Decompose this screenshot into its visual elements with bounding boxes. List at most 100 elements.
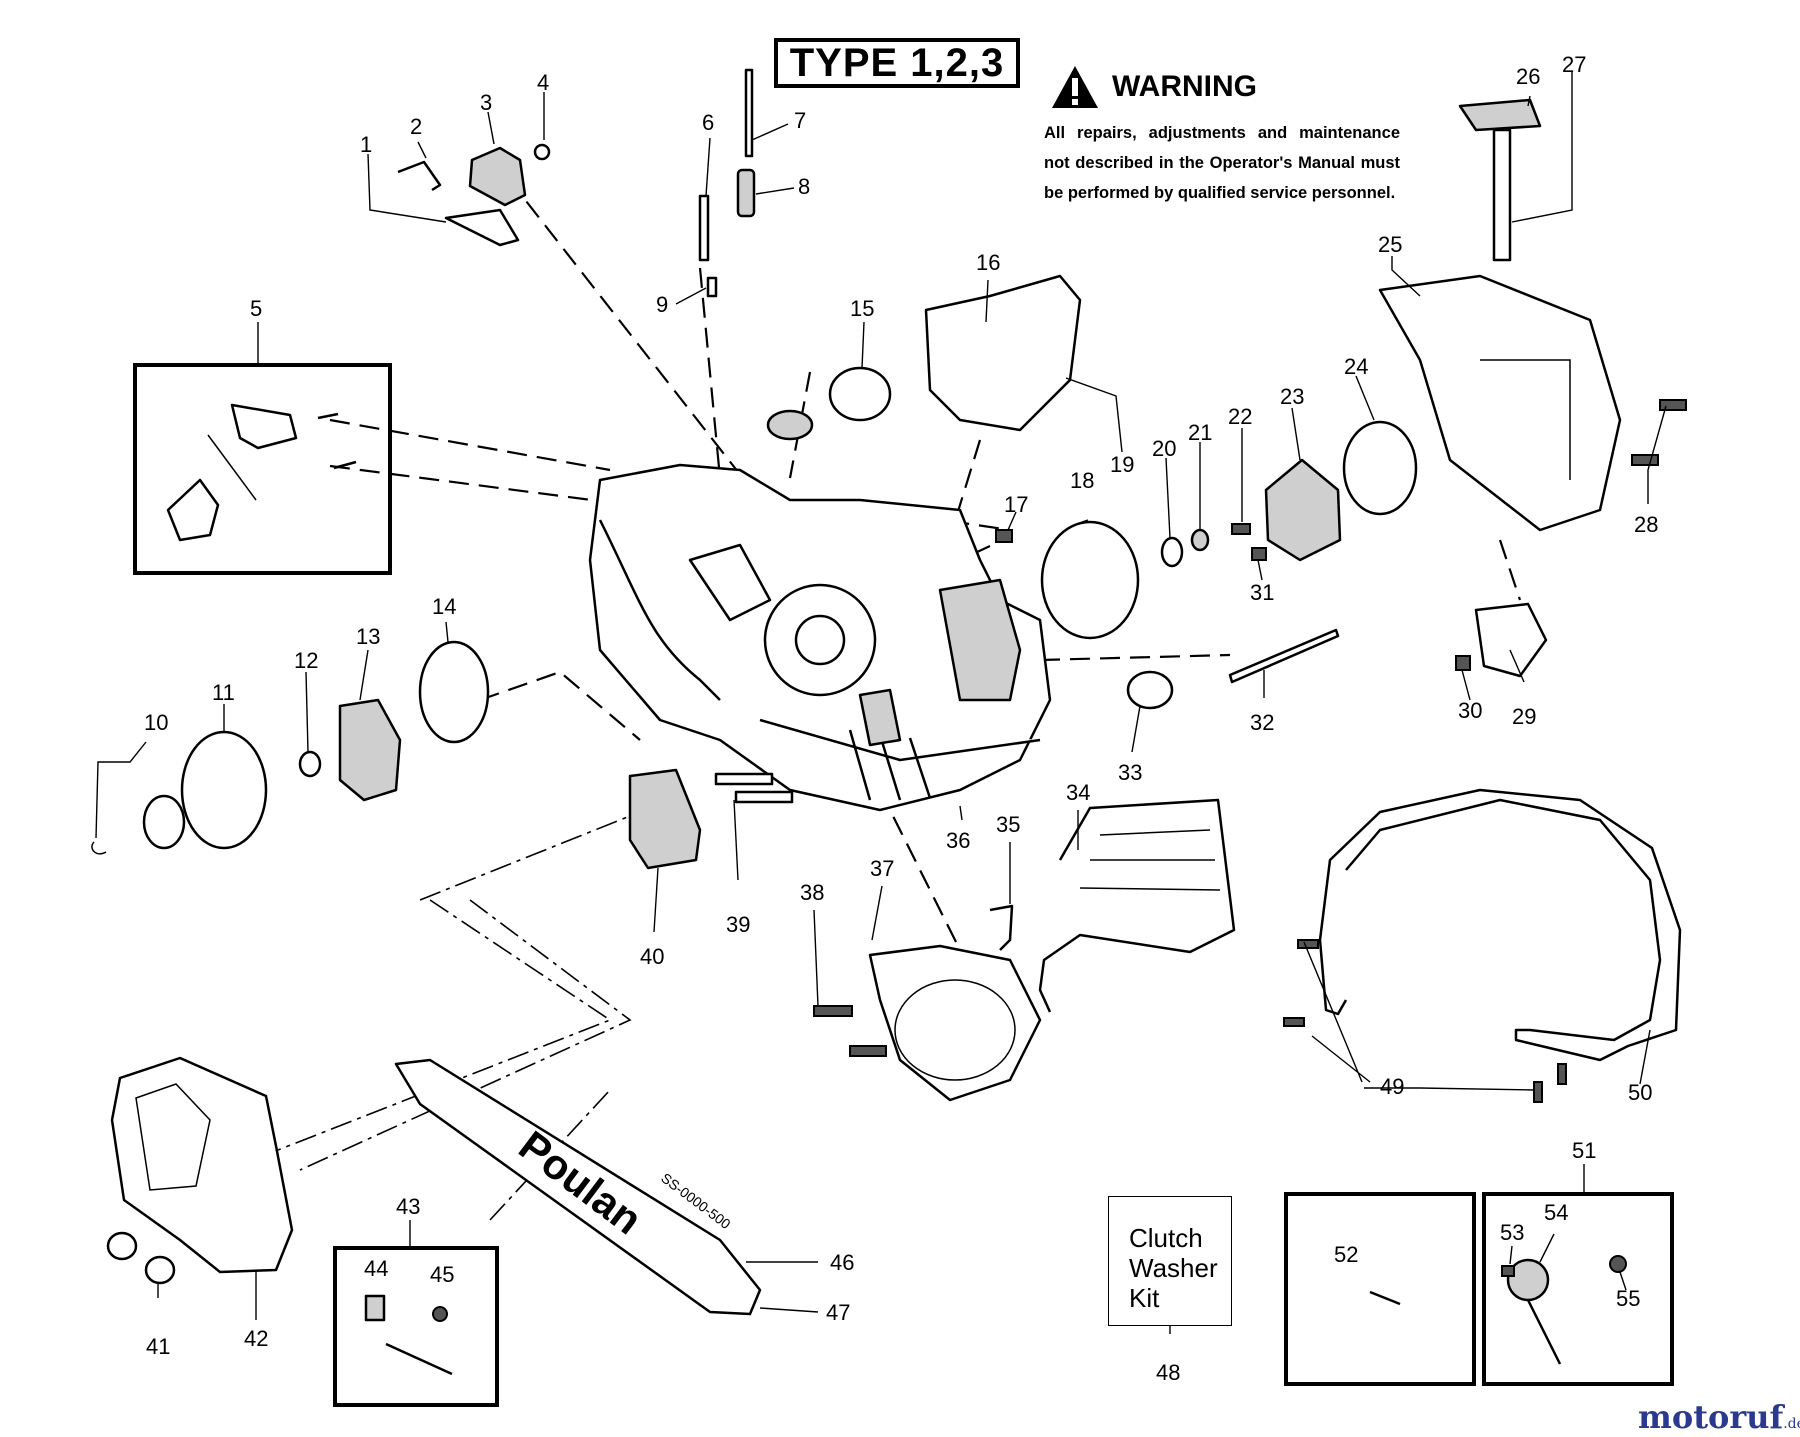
callout-50: 50: [1628, 1080, 1652, 1105]
callout-leaders: [95, 72, 1667, 1334]
callout-48: 48: [1156, 1360, 1180, 1385]
part-39a: [714, 772, 774, 786]
callout-44: 44: [364, 1256, 388, 1281]
callout-8: 8: [798, 174, 810, 199]
part-15-valve: [766, 409, 814, 441]
part-14: [418, 640, 490, 744]
part-54-hose: [1526, 1299, 1562, 1365]
callout-55: 55: [1616, 1286, 1640, 1311]
part-49d: [1557, 1063, 1567, 1085]
part-6: [698, 194, 710, 262]
part-49a: [1297, 939, 1319, 949]
part-37: [868, 944, 1042, 1102]
callout-36: 36: [946, 828, 970, 853]
watermark-logo: motoruf.de: [1638, 1398, 1800, 1436]
part-15: [828, 366, 892, 422]
warning-triangle-icon: [1052, 66, 1098, 108]
part-10: [91, 841, 107, 855]
part-4: [533, 143, 551, 161]
callout-9: 9: [656, 292, 668, 317]
part-49c: [1533, 1081, 1543, 1103]
callout-24: 24: [1344, 354, 1368, 379]
callout-49: 49: [1380, 1074, 1404, 1099]
callout-41: 41: [146, 1334, 170, 1359]
callout-22: 22: [1228, 404, 1252, 429]
callout-42: 42: [244, 1326, 268, 1351]
callout-27: 27: [1562, 52, 1586, 77]
part-2: [397, 160, 442, 192]
part-35: [989, 904, 1014, 951]
part-12: [298, 750, 322, 778]
callout-1: 1: [360, 132, 372, 157]
callout-34: 34: [1066, 780, 1090, 805]
part-19: [924, 274, 1082, 432]
callout-6: 6: [702, 110, 714, 135]
callout-29: 29: [1512, 704, 1536, 729]
part-23: [1264, 458, 1342, 562]
part-29: [1474, 602, 1548, 678]
callout-21: 21: [1188, 420, 1212, 445]
part-33: [1126, 670, 1174, 710]
part-27: [1492, 128, 1512, 262]
callout-15: 15: [850, 296, 874, 321]
callout-18: 18: [1070, 468, 1094, 493]
part-9: [706, 276, 718, 298]
part-41b: [144, 1255, 176, 1285]
part-5-box: [133, 363, 392, 575]
callout-14: 14: [432, 594, 456, 619]
callout-10: 10: [144, 710, 168, 735]
part-10-washer: [142, 794, 186, 850]
callout-31: 31: [1250, 580, 1274, 605]
callout-17: 17: [1004, 492, 1028, 517]
part-28a: [1659, 399, 1687, 411]
part-43-screw: [385, 1342, 453, 1376]
part-20: [1160, 536, 1184, 568]
part-51-box: [1482, 1192, 1674, 1386]
callout-45: 45: [430, 1262, 454, 1287]
part-38b: [849, 1045, 887, 1057]
part-50: [1318, 788, 1682, 1062]
part-49b: [1283, 1017, 1305, 1027]
callout-26: 26: [1516, 64, 1540, 89]
callout-5: 5: [250, 296, 262, 321]
part-5-pin-1: [317, 412, 339, 420]
kit-line-2: Washer: [1129, 1253, 1218, 1283]
part-53: [1501, 1265, 1515, 1277]
part-31: [1251, 547, 1267, 561]
callout-3: 3: [480, 90, 492, 115]
part-32: [1228, 628, 1340, 684]
watermark-name: motoruf: [1638, 1398, 1784, 1436]
callout-52: 52: [1334, 1242, 1358, 1267]
callout-4: 4: [537, 70, 549, 95]
part-46: [394, 1058, 762, 1316]
clutch-washer-kit-box: Clutch Washer Kit: [1108, 1196, 1232, 1326]
callout-43: 43: [396, 1194, 420, 1219]
part-18: [1040, 520, 1140, 640]
part-1: [444, 208, 520, 247]
part-52: [1369, 1290, 1401, 1306]
part-40: [628, 768, 702, 870]
callout-12: 12: [294, 648, 318, 673]
part-3: [468, 146, 527, 207]
callout-37: 37: [870, 856, 894, 881]
part-8: [736, 168, 756, 218]
part-21: [1190, 528, 1210, 552]
callout-33: 33: [1118, 760, 1142, 785]
callout-51: 51: [1572, 1138, 1596, 1163]
callout-2: 2: [410, 114, 422, 139]
callout-16: 16: [976, 250, 1000, 275]
callout-28: 28: [1634, 512, 1658, 537]
part-52-box: [1284, 1192, 1476, 1386]
part-24: [1342, 420, 1418, 516]
callout-11: 11: [212, 680, 235, 705]
part-17: [995, 529, 1013, 543]
part-41a: [106, 1231, 138, 1261]
callout-39: 39: [726, 912, 750, 937]
warning-header: WARNING: [1050, 62, 1257, 112]
part-5-trigger: [166, 478, 220, 542]
part-26: [1458, 98, 1542, 132]
kit-line-3: Kit: [1129, 1283, 1160, 1313]
watermark-tld: .de: [1783, 1416, 1800, 1432]
warning-title: WARNING: [1112, 70, 1257, 103]
